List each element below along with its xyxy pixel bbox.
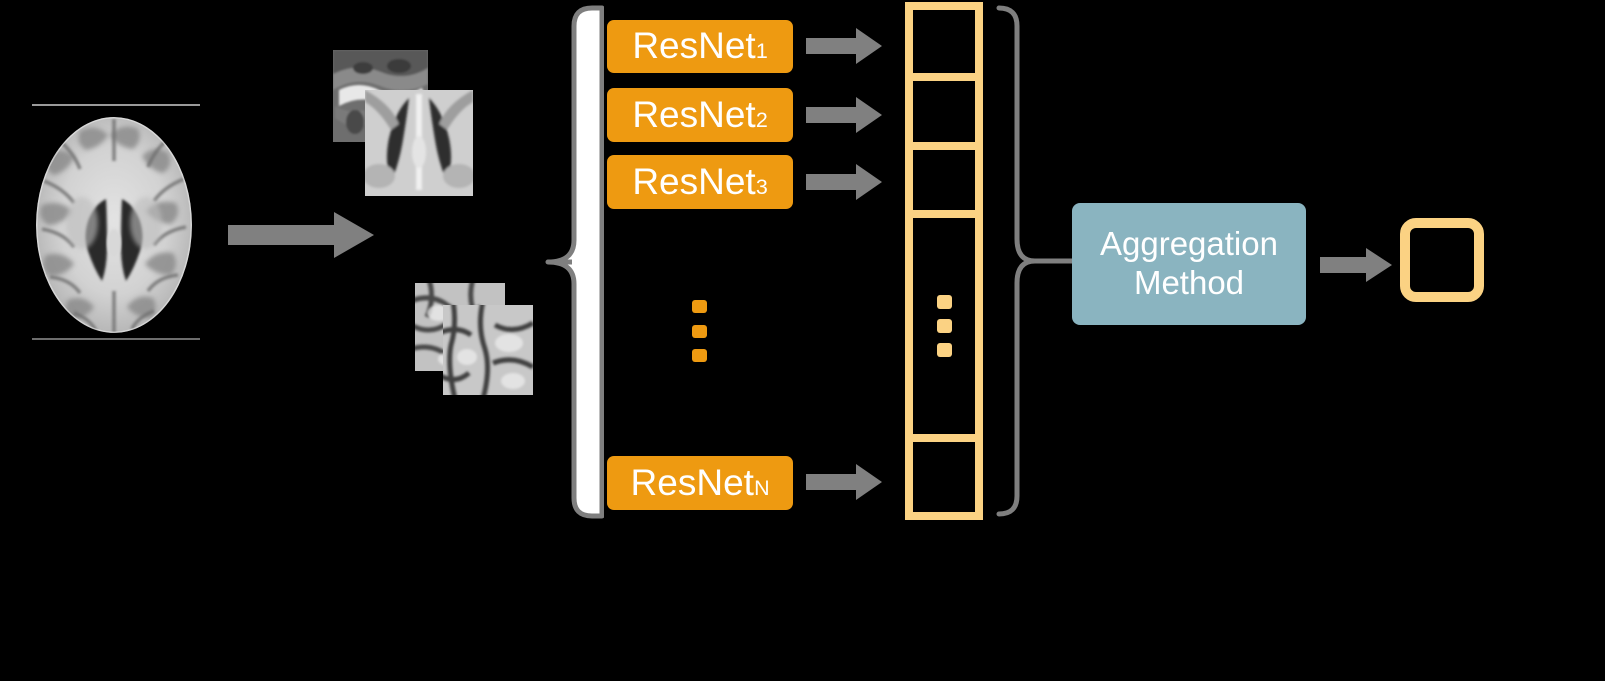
resnet-vertical-ellipsis-icon [688,300,710,362]
left-curly-brace [542,2,604,522]
feature-vector-column [905,2,983,520]
resnet-subscript-1: 1 [755,39,768,64]
feature-vector-cell [913,150,975,218]
aggregation-label-line1: Aggregation [1100,225,1278,263]
aggregation-label-line2: Method [1133,264,1245,301]
feature-vector-cell [913,442,975,512]
arrow-resnet3-to-cell [806,164,882,200]
ellipsis-dot [936,295,952,309]
arrow-vector-to-aggregation [1035,250,1079,276]
feature-vector-cell [913,10,975,81]
brain-mri-image [18,95,210,350]
ellipsis-dot [691,349,707,362]
patch-thumbnail-b [365,90,473,196]
ellipsis-dot [691,300,707,313]
arrow-resnet1-to-cell [806,28,882,64]
patch-thumbnail-d [443,305,533,395]
resnet-label-n: ResNet [630,461,754,503]
resnet-subscript-3: 3 [755,174,768,199]
right-curly-brace [995,2,1039,520]
resnet-subscript-n: N [754,475,770,500]
arrow-resnetn-to-cell [806,464,882,500]
vector-vertical-ellipsis-icon [933,295,955,357]
feature-vector-cell [913,81,975,150]
resnet-label-2: ResNet [632,93,756,135]
resnet-label-1: ResNet [632,25,756,66]
ellipsis-dot [936,319,952,333]
arrow-aggregation-to-output [1320,248,1392,282]
ellipsis-dot [691,324,707,338]
ellipsis-dot [936,343,952,357]
arrow-input-to-patches [228,212,374,258]
output-prediction-box[interactable] [1400,218,1484,302]
feature-vector-cell-expanded [913,218,975,442]
aggregation-method-box[interactable]: Aggregation Method [1072,203,1306,325]
resnet-subscript-2: 2 [755,107,768,132]
arrow-resnet2-to-cell [806,97,882,133]
resnet-label-3: ResNet [632,160,756,202]
